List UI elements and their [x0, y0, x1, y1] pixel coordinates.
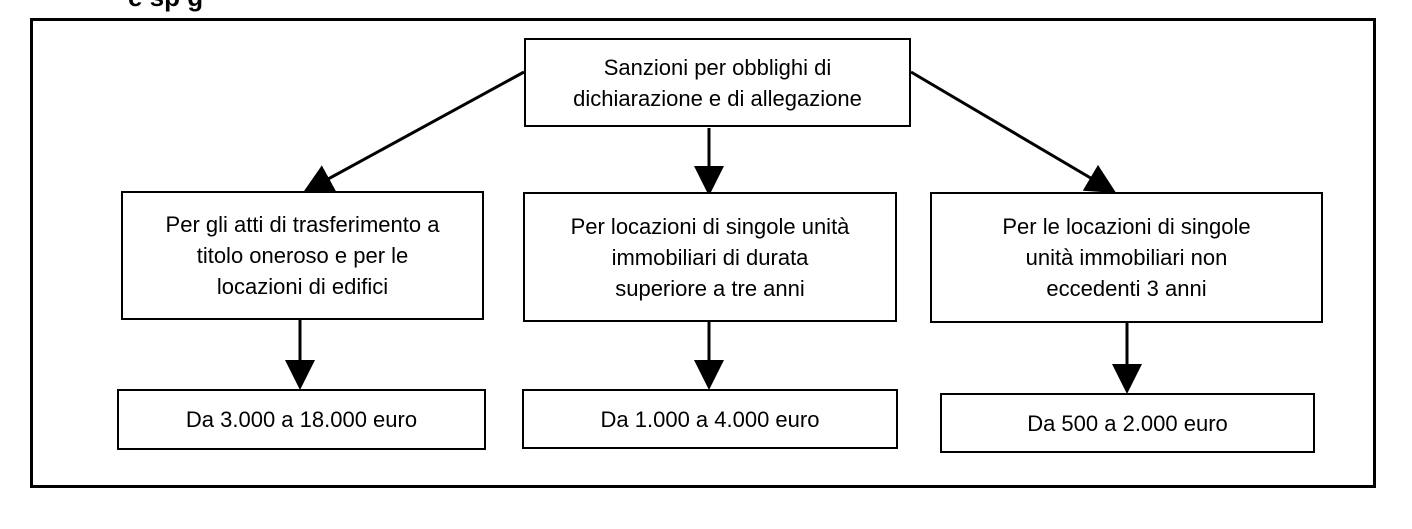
diagram-frame: [30, 18, 1376, 488]
category-node-text: Per le locazioni di singole unità immobi…: [1002, 214, 1251, 301]
sanction-amount: Da 500 a 2.000 euro: [1027, 410, 1228, 436]
sanction-node-2: Da 1.000 a 4.000 euro: [522, 389, 898, 449]
category-node-text: Per gli atti di trasferimento a titolo o…: [165, 212, 440, 299]
category-node-text: Per locazioni di singole unità immobilia…: [570, 213, 850, 301]
arrow-root-to-category-1: [302, 70, 525, 193]
root-node: Sanzioni per obblighi di dichiarazione e…: [524, 38, 911, 127]
sanction-amount: Da 3.000 a 18.000 euro: [185, 407, 418, 432]
page-heading-fragment: e sp g: [128, 0, 203, 12]
category-node-2: Per locazioni di singole unità immobilia…: [523, 192, 897, 322]
root-node-text: Sanzioni per obblighi di dichiarazione e…: [573, 54, 862, 111]
sanction-node-3: Da 500 a 2.000 euro: [940, 393, 1315, 453]
sanction-node-1: Da 3.000 a 18.000 euro: [117, 389, 486, 450]
category-node-3: Per le locazioni di singole unità immobi…: [930, 192, 1323, 323]
category-node-1: Per gli atti di trasferimento a titolo o…: [121, 191, 484, 320]
sanction-amount: Da 1.000 a 4.000 euro: [600, 406, 820, 432]
arrow-root-to-category-3: [910, 70, 1117, 194]
